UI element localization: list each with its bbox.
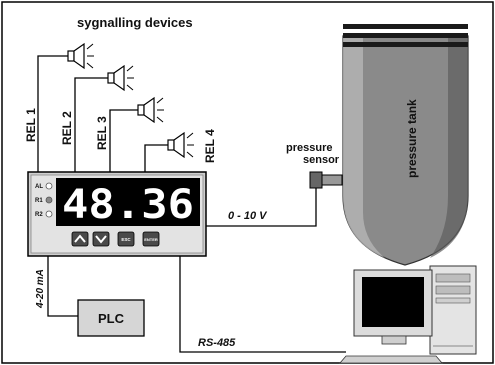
bus-label: RS-485 <box>198 337 236 349</box>
tank-label: pressure tank <box>405 99 419 178</box>
up-button[interactable] <box>71 231 89 247</box>
voltage-label: 0 - 10 V <box>228 210 268 222</box>
svg-text:ESC: ESC <box>121 237 131 242</box>
esc-button[interactable]: ESC <box>117 231 135 247</box>
display-value: 48.36 <box>62 182 194 228</box>
title: sygnalling devices <box>77 15 193 30</box>
indicator-r2-led <box>45 210 53 218</box>
current-label: 4-20 mA <box>35 269 46 309</box>
display-screen <box>56 178 200 226</box>
indicator-al: AL <box>35 184 43 190</box>
arrow-down-icon <box>95 235 107 244</box>
relay-wires <box>37 55 170 172</box>
horn-icon <box>137 96 164 124</box>
plc-label: PLC <box>98 311 125 326</box>
enter-button[interactable]: ENTER <box>142 231 160 247</box>
indicator-r2: R2 <box>35 212 43 218</box>
sensor-label-2: sensor <box>303 154 340 166</box>
down-button[interactable] <box>92 231 110 247</box>
indicator-r1-led <box>45 196 53 204</box>
pressure-tank <box>342 24 469 266</box>
relay-label-4: REL 4 <box>203 129 217 163</box>
relay-label-3: REL 3 <box>95 116 109 150</box>
relay-label-1: REL 1 <box>24 108 38 142</box>
sensor-label-1: pressure <box>286 142 332 154</box>
current-wire <box>47 256 78 317</box>
svg-text:ENTER: ENTER <box>144 237 158 242</box>
controller-panel: 48.36 AL R1 R2 ESC ENTER <box>27 171 207 257</box>
horn-icon <box>167 131 194 159</box>
voltage-wire <box>206 188 317 227</box>
computer-icon <box>339 265 477 364</box>
indicator-r1: R1 <box>35 198 43 204</box>
plc-box <box>77 299 145 337</box>
relay-label-2: REL 2 <box>60 111 74 145</box>
arrow-up-icon <box>74 234 86 243</box>
bus-wire <box>179 256 346 353</box>
horn-icon <box>67 42 94 70</box>
indicator-al-led <box>45 182 53 190</box>
horn-icon <box>107 64 134 92</box>
